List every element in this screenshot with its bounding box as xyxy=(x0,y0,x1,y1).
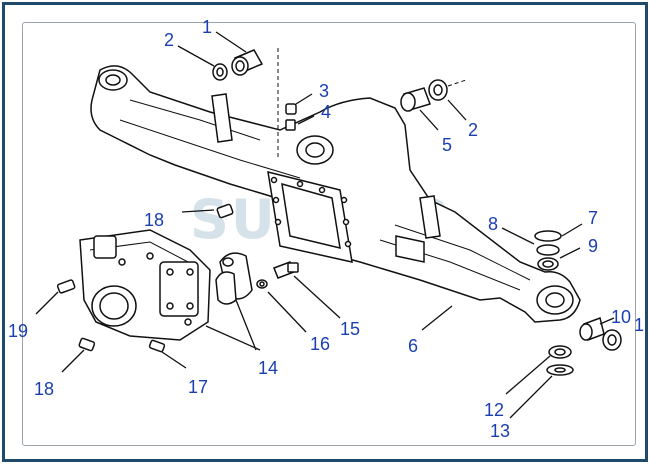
callout-14: 14 xyxy=(258,358,278,378)
callout-5: 5 xyxy=(442,135,452,155)
callout-18-lower: 18 xyxy=(34,379,54,399)
bushing-top-right xyxy=(400,79,467,112)
callout-8: 8 xyxy=(488,214,498,234)
callout-15: 15 xyxy=(340,319,360,339)
washer-stack-bottom xyxy=(546,345,574,376)
callout-19: 19 xyxy=(8,321,28,341)
callout-1-right: 1 xyxy=(634,315,644,335)
bolt-18-upper xyxy=(216,203,234,219)
callout-17: 17 xyxy=(188,377,208,397)
callout-2-right: 2 xyxy=(468,120,478,140)
pin-17 xyxy=(148,339,166,353)
bushing-top-left xyxy=(212,49,264,81)
callout-16: 16 xyxy=(310,334,330,354)
callout-12: 12 xyxy=(484,400,504,420)
callout-2: 2 xyxy=(164,30,174,50)
axle-housing xyxy=(90,48,581,323)
callout-18-upper: 18 xyxy=(144,210,164,230)
bushing-bottom-right xyxy=(579,317,622,351)
grease-fitting xyxy=(285,103,297,131)
callout-3: 3 xyxy=(319,81,329,101)
callout-13: 13 xyxy=(490,421,510,441)
clamp-assembly xyxy=(215,252,299,305)
callout-7: 7 xyxy=(588,208,598,228)
callout-4: 4 xyxy=(321,102,331,122)
callout-9: 9 xyxy=(588,236,598,256)
bolt-19 xyxy=(56,279,76,294)
callout-10: 10 xyxy=(611,307,631,327)
leader-lines xyxy=(35,31,615,419)
key-18-lower xyxy=(78,337,96,352)
final-drive-housing xyxy=(79,229,211,341)
callout-6: 6 xyxy=(408,336,418,356)
callout-1: 1 xyxy=(202,17,212,37)
washer-stack-right xyxy=(534,230,562,271)
